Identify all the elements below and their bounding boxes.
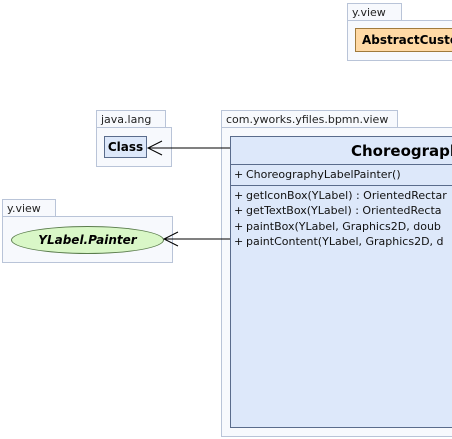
interface-ylabel-painter[interactable]: YLabel.Painter — [11, 226, 164, 254]
member-signature: getTextBox(YLabel) : OrientedRecta — [246, 204, 442, 217]
class-title-text: Choreograph — [351, 142, 452, 160]
package-label-java-lang: java.lang — [101, 113, 152, 126]
package-tab-y-view-top: y.view — [347, 3, 402, 21]
method-row[interactable]: +paintBox(YLabel, Graphics2D, doub — [234, 219, 452, 235]
method-row[interactable]: +getIconBox(YLabel) : OrientedRectar — [234, 188, 452, 204]
member-signature: paintBox(YLabel, Graphics2D, doub — [246, 219, 441, 233]
method-row[interactable]: +paintContent(YLabel, Graphics2D, d — [234, 234, 452, 250]
class-box-class[interactable]: Class — [104, 136, 147, 158]
abstract-class-label: AbstractCusto — [362, 33, 452, 47]
interface-label: YLabel.Painter — [38, 233, 137, 247]
constructors-section: +ChoreographyLabelPainter() — [231, 165, 452, 186]
class-title: Choreograph — [231, 137, 452, 165]
visibility-marker: + — [234, 168, 244, 181]
package-tab-y-view-left: y.view — [2, 199, 56, 217]
class-label-class: Class — [107, 140, 144, 154]
package-tab-java-lang: java.lang — [96, 110, 166, 128]
member-signature: getIconBox(YLabel) : OrientedRectar — [246, 188, 447, 202]
package-label-bpmn-view: com.yworks.yfiles.bpmn.view — [226, 113, 389, 126]
method-row[interactable]: +getTextBox(YLabel) : OrientedRecta — [234, 203, 452, 219]
member-signature: paintContent(YLabel, Graphics2D, d — [246, 235, 444, 248]
visibility-marker: + — [234, 188, 244, 202]
visibility-marker: + — [234, 235, 244, 248]
class-box-choreography-label-painter[interactable]: Choreograph +ChoreographyLabelPainter() … — [230, 136, 452, 428]
visibility-marker: + — [234, 204, 244, 217]
member-signature: ChoreographyLabelPainter() — [246, 168, 401, 181]
abstract-class-abstract-custom[interactable]: AbstractCusto — [355, 28, 452, 52]
package-tab-bpmn-view: com.yworks.yfiles.bpmn.view — [221, 110, 398, 128]
methods-section: +getIconBox(YLabel) : OrientedRectar +ge… — [231, 186, 452, 252]
package-label-y-view-top: y.view — [352, 6, 386, 19]
constructor-row[interactable]: +ChoreographyLabelPainter() — [234, 167, 452, 183]
package-label-y-view-left: y.view — [7, 202, 41, 215]
visibility-marker: + — [234, 219, 244, 233]
